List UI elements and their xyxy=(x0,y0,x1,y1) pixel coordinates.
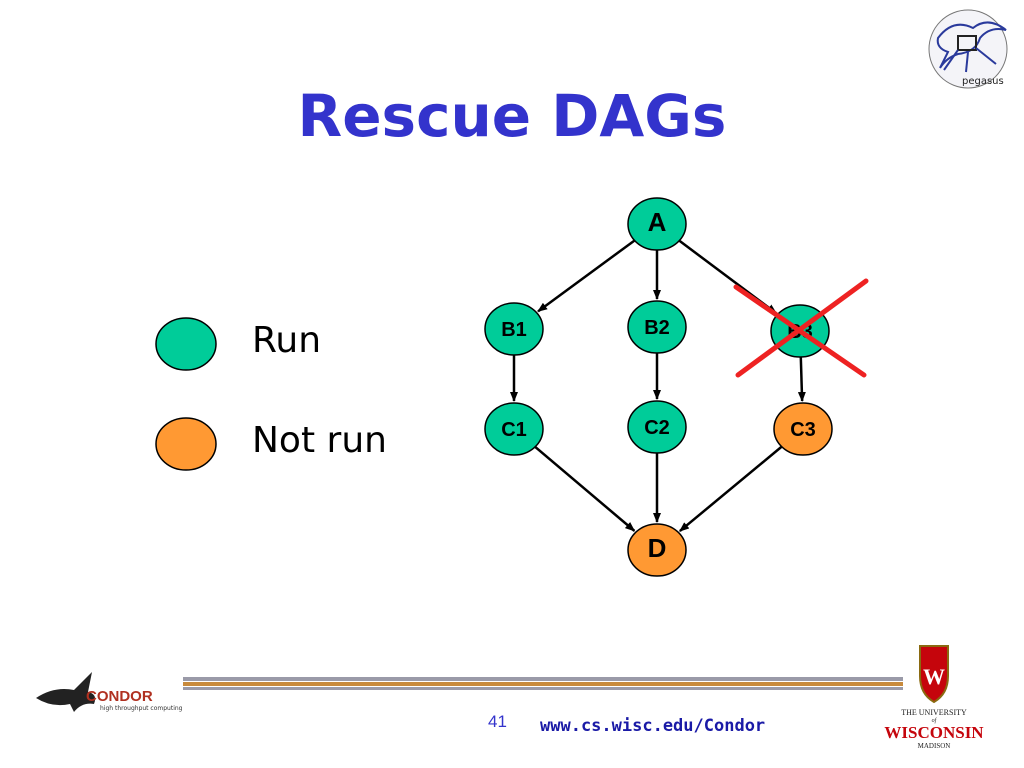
node-label-C1: C1 xyxy=(501,419,527,441)
node-B2: B2 xyxy=(627,300,687,354)
dag-edges xyxy=(510,239,806,533)
node-label-A: A xyxy=(648,207,667,237)
uw-wisconsin-logo: W THE UNIVERSITY of WISCONSIN MADISON xyxy=(884,645,984,750)
slide-title: Rescue DAGs xyxy=(297,82,727,150)
footer-url[interactable]: www.cs.wisc.edu/Condor xyxy=(540,716,766,736)
node-circle-B2 xyxy=(627,300,687,354)
node-label-B1: B1 xyxy=(501,319,527,341)
uw-logo-top: THE UNIVERSITY xyxy=(901,708,967,717)
edge-B3-C3 xyxy=(797,356,806,403)
node-circle-C3 xyxy=(773,402,833,456)
edge-A-B1 xyxy=(537,239,636,313)
condor-logo-text: CONDOR xyxy=(86,688,153,705)
node-C2: C2 xyxy=(627,400,687,454)
legend-label-not-run: Not run xyxy=(252,420,387,461)
node-label-C2: C2 xyxy=(644,417,670,439)
dag-nodes: AB1B2B3C1C2C3D xyxy=(484,197,833,577)
uw-logo-name: WISCONSIN xyxy=(884,723,984,742)
legend-swatch-not-run xyxy=(155,417,217,471)
svg-text:W: W xyxy=(923,664,945,689)
node-C3: C3 xyxy=(773,402,833,456)
node-circle-D xyxy=(627,523,687,577)
node-circle-C2 xyxy=(627,400,687,454)
node-label-D: D xyxy=(648,533,667,563)
cross-stroke-2 xyxy=(735,278,869,378)
failed-node-cross xyxy=(733,278,869,378)
page-number: 41 xyxy=(488,712,507,731)
uw-logo-of: of xyxy=(932,717,938,724)
node-circle-B1 xyxy=(484,302,544,356)
pegasus-logo: pegasus xyxy=(928,9,1008,89)
footer-divider xyxy=(183,677,903,690)
node-circle-A xyxy=(627,197,687,251)
node-label-B2: B2 xyxy=(644,317,670,339)
node-A: A xyxy=(627,197,687,251)
node-circle-C1 xyxy=(484,402,544,456)
node-B1: B1 xyxy=(484,302,544,356)
node-C1: C1 xyxy=(484,402,544,456)
legend-label-run: Run xyxy=(252,320,322,361)
uw-logo-sub: MADISON xyxy=(918,742,951,750)
condor-logo: CONDOR high throughput computing xyxy=(36,672,183,712)
legend-swatch-run xyxy=(155,317,217,371)
legend-swatches xyxy=(155,317,217,471)
edge-C3-D xyxy=(679,445,783,533)
condor-logo-tagline: high throughput computing xyxy=(100,705,183,712)
pegasus-logo-text: pegasus xyxy=(962,76,1004,87)
node-D: D xyxy=(627,523,687,577)
edge-C1-D xyxy=(534,445,636,532)
node-label-C3: C3 xyxy=(790,419,816,441)
